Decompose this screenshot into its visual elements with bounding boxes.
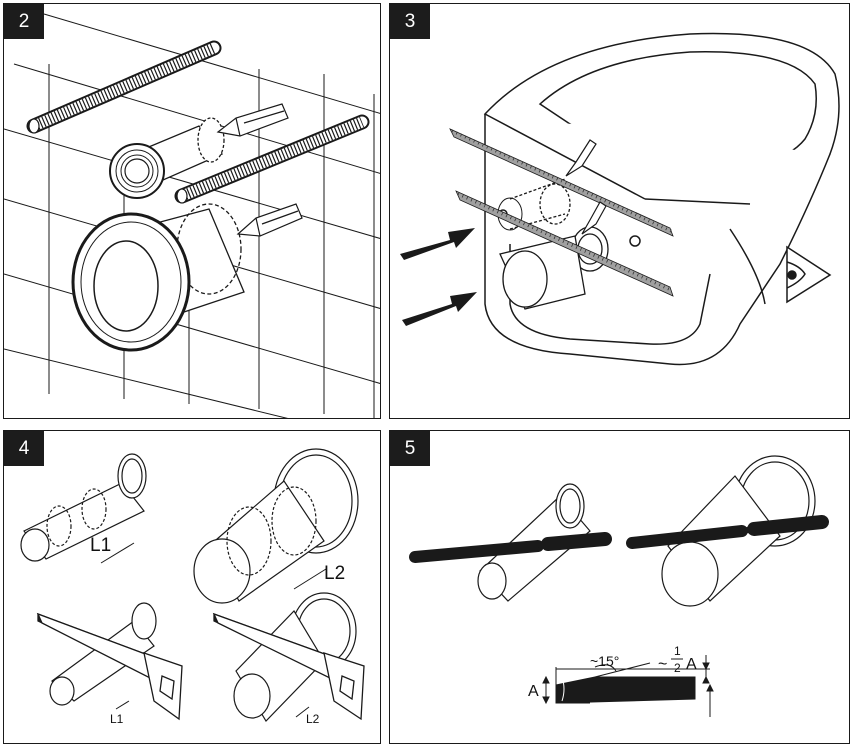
half-a-denominator: 2 (674, 661, 681, 675)
pencil-marker-lower (236, 203, 303, 237)
wall-hung-toilet (483, 32, 840, 366)
l2-label-small: L2 (306, 712, 320, 726)
half-a-tilde: ~ (658, 656, 667, 673)
l1-label-large: L1 (90, 535, 111, 556)
step-3-illustration (400, 32, 840, 366)
deburring-file-icon (626, 515, 829, 549)
step-4-illustration: L1 L2 L1 (20, 448, 365, 726)
step-number-badge: 2 (4, 4, 44, 39)
hand-saw-icon (36, 612, 183, 721)
deburring-file-icon (409, 532, 612, 563)
small-connector-pipe (20, 453, 147, 564)
small-connector-pipe (109, 117, 225, 199)
large-connector-pipe (193, 448, 359, 604)
step-number-badge: 5 (390, 431, 430, 466)
threaded-rod-upper (26, 40, 222, 134)
direction-arrow-upper (400, 228, 475, 260)
half-a-letter: A (686, 656, 697, 673)
large-connector-pipe (71, 203, 245, 352)
small-pipe-cut (49, 602, 157, 710)
step-number-badge: 3 (390, 4, 430, 39)
pencil-marker-upper (565, 139, 597, 177)
direction-arrow-lower (402, 292, 477, 326)
panel-2: 2 (3, 3, 381, 419)
panel-3: 3 (389, 3, 850, 419)
panel-5: 5 (389, 430, 850, 744)
l1-label-small: L1 (110, 712, 124, 726)
measuring-ruler-lower (455, 190, 674, 297)
panel-4: 4 L1 L2 (3, 430, 381, 744)
thickness-a-label: A (528, 683, 539, 700)
step-5-illustration: ~15° ~ 1 2 A A (409, 455, 829, 717)
measuring-ruler-upper (449, 128, 674, 237)
eye-icon (786, 245, 832, 304)
half-a-numerator: 1 (674, 644, 681, 658)
l2-label-large: L2 (324, 563, 345, 584)
step-number-badge: 4 (4, 431, 44, 466)
pencil-marker-lower (581, 201, 607, 235)
hand-saw-icon (212, 612, 365, 721)
angle-label: ~15° (590, 653, 619, 669)
step-2-illustration (4, 13, 380, 418)
pencil-marker-upper (216, 103, 289, 137)
chamfer-detail (542, 655, 714, 717)
threaded-rod-lower (174, 114, 370, 204)
